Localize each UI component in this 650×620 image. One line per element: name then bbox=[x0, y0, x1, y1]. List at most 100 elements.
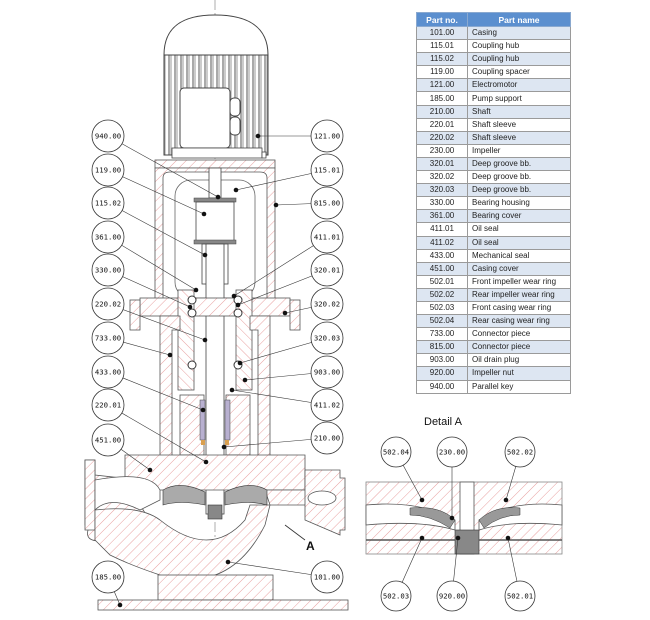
header-part-name: Part name bbox=[467, 12, 571, 27]
part-name: Coupling spacer bbox=[467, 65, 571, 80]
callout-label: 121.00 bbox=[314, 132, 340, 141]
callout-bubble bbox=[310, 355, 344, 389]
callout-dot bbox=[255, 133, 261, 139]
part-number: 220.02 bbox=[416, 130, 468, 145]
part-number: 433.00 bbox=[416, 248, 468, 263]
callout-bubble bbox=[91, 355, 125, 389]
part-name: Connector piece bbox=[467, 327, 571, 342]
callout-leader bbox=[233, 236, 328, 297]
callout-dot bbox=[233, 187, 239, 193]
part-number: 920.00 bbox=[416, 366, 468, 381]
part-name: Impeller bbox=[467, 143, 571, 158]
callout-bubble bbox=[310, 560, 344, 594]
callout-leader bbox=[223, 437, 328, 448]
callout-dot bbox=[449, 515, 455, 521]
callout-label: 815.00 bbox=[314, 199, 340, 208]
part-number: 411.01 bbox=[416, 222, 468, 237]
callout-bubble bbox=[91, 560, 125, 594]
part-name: Oil seal bbox=[467, 235, 571, 250]
part-name: Mechanical seal bbox=[467, 248, 571, 263]
callout-dot bbox=[237, 360, 243, 366]
part-number: 903.00 bbox=[416, 353, 468, 368]
callout-dot bbox=[503, 497, 509, 503]
callout-label: 502.03 bbox=[383, 592, 409, 601]
part-number: 502.01 bbox=[416, 274, 468, 289]
callout-dot bbox=[273, 202, 279, 208]
detail-a-drawing bbox=[365, 481, 563, 555]
part-number: 411.02 bbox=[416, 235, 468, 250]
callout-bubble bbox=[91, 153, 125, 187]
part-number: 940.00 bbox=[416, 379, 468, 394]
callout-dot bbox=[225, 559, 231, 565]
callout-bubble bbox=[504, 436, 536, 468]
callout-bubble bbox=[310, 321, 344, 355]
callout-label: 330.00 bbox=[95, 266, 121, 275]
part-number: 502.02 bbox=[416, 287, 468, 302]
callout-label: 210.00 bbox=[314, 434, 340, 443]
callout-label: 903.00 bbox=[314, 368, 340, 377]
callout-dot bbox=[202, 337, 208, 343]
part-name: Impeller nut bbox=[467, 366, 571, 381]
part-number: 815.00 bbox=[416, 340, 468, 355]
callout-bubble bbox=[91, 119, 125, 153]
callout-label: 451.00 bbox=[95, 436, 121, 445]
part-number: 361.00 bbox=[416, 209, 468, 224]
callout-leader bbox=[107, 236, 197, 291]
callout-label: 502.02 bbox=[507, 448, 533, 457]
part-number: 451.00 bbox=[416, 261, 468, 276]
part-name: Front casing wear ring bbox=[467, 300, 571, 316]
parts-table-header: Part no. Part name bbox=[416, 12, 571, 27]
callout-label: 220.01 bbox=[95, 401, 121, 410]
callout-label: 920.00 bbox=[439, 592, 465, 601]
callout-leader bbox=[107, 202, 206, 256]
header-part-no: Part no. bbox=[416, 12, 468, 27]
callout-label: 115.01 bbox=[314, 166, 340, 175]
part-name: Oil seal bbox=[467, 222, 571, 237]
callout-bubble bbox=[310, 421, 344, 455]
callout-dot bbox=[215, 194, 221, 200]
callout-label: 230.00 bbox=[439, 448, 465, 457]
part-number: 502.03 bbox=[416, 300, 468, 316]
part-number: 210.00 bbox=[416, 104, 468, 119]
bearing-housing bbox=[129, 289, 301, 391]
callout-dot bbox=[455, 535, 461, 541]
callout-dot bbox=[117, 602, 123, 608]
part-number: 502.04 bbox=[416, 314, 468, 329]
part-name: Connector piece bbox=[467, 340, 571, 355]
callout-dot bbox=[193, 287, 199, 293]
part-number: 320.01 bbox=[416, 156, 468, 172]
callout-bubble bbox=[436, 436, 468, 468]
part-number: 230.00 bbox=[416, 143, 468, 158]
callout-dot bbox=[242, 377, 248, 383]
callout-bubble bbox=[91, 423, 125, 457]
part-name: Oil drain plug bbox=[467, 353, 571, 368]
detail-a-title: Detail A bbox=[424, 416, 462, 428]
part-name: Deep groove bb. bbox=[467, 170, 571, 185]
callout-label: 411.02 bbox=[314, 401, 340, 410]
part-name: Parallel key bbox=[467, 379, 571, 394]
callout-leader bbox=[107, 303, 206, 341]
callout-leader bbox=[227, 561, 328, 578]
callout-dot bbox=[235, 302, 241, 308]
callout-label: 502.04 bbox=[383, 448, 410, 457]
callout-bubble bbox=[91, 220, 125, 254]
callout-dot bbox=[229, 387, 235, 393]
callout-bubble bbox=[310, 287, 344, 321]
callout-dot bbox=[419, 497, 425, 503]
callout-label: 411.01 bbox=[314, 233, 340, 242]
callout-bubble bbox=[380, 580, 412, 612]
